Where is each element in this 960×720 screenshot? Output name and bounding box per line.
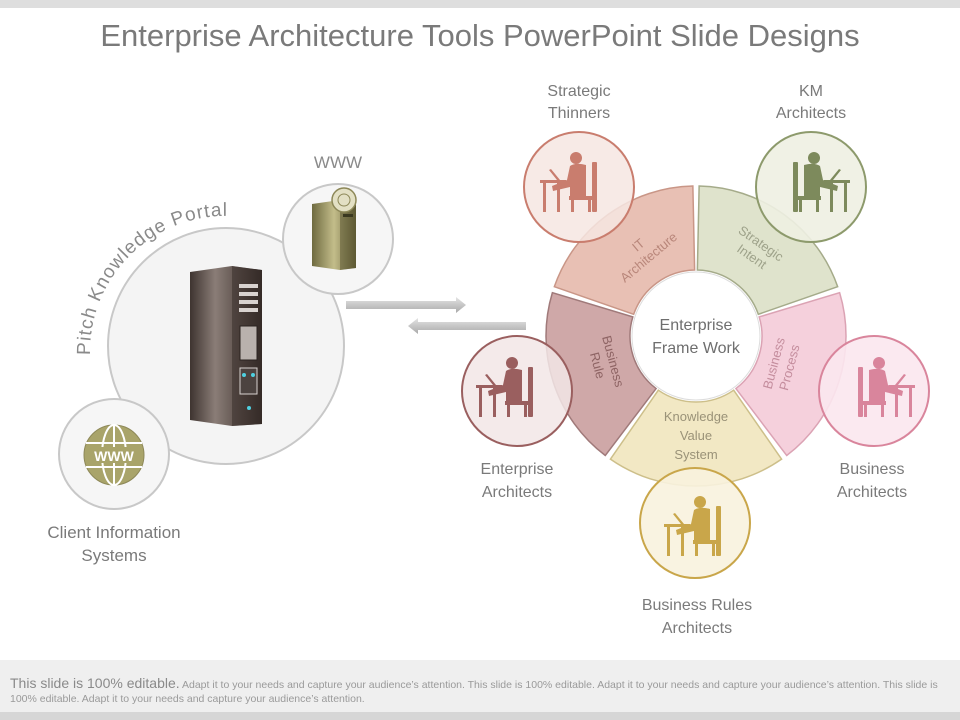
role-business-line2: Architects (837, 484, 907, 501)
role-business-architects: Business Architects (818, 335, 930, 501)
seg-kvs-line3: System (674, 447, 717, 462)
role-enterprise-line1: Enterprise (481, 461, 554, 478)
role-rules-line2: Architects (662, 620, 732, 637)
role-rules-line1: Business Rules (642, 597, 752, 614)
top-strip (0, 0, 960, 8)
footer-body: Adapt it to your needs and capture your … (10, 679, 938, 705)
framework-center: Enterprise Frame Work (631, 271, 761, 401)
web-server-icon (312, 187, 357, 270)
architecture-diagram: Pitch Knowledge Portal WWW (47, 83, 930, 637)
client-info-node: WWW Client Information Systems (47, 398, 181, 565)
center-line1: Enterprise (660, 317, 733, 334)
server-icon (190, 266, 262, 426)
role-km-architects: KM Architects (755, 83, 867, 243)
role-strategic-line1: Strategic (547, 83, 610, 100)
role-business-line1: Business (840, 461, 905, 478)
client-label-line1: Client Information (47, 523, 180, 542)
role-km-line2: Architects (776, 105, 846, 122)
role-business-rules-architects: Business Rules Architects (639, 467, 752, 637)
exchange-arrows (346, 297, 526, 334)
framework-ring (545, 185, 847, 487)
center-line2: Frame Work (652, 340, 741, 357)
globe-icon: WWW (83, 424, 145, 486)
arrow-left-icon (408, 318, 526, 334)
seg-rule-line2: Rule (587, 351, 608, 381)
footer-lead: This slide is 100% editable. (10, 675, 180, 691)
center-circle (631, 271, 761, 401)
role-strategic-line2: Thinners (548, 105, 610, 122)
arrow-right-icon (346, 297, 466, 313)
footer: This slide is 100% editable. Adapt it to… (0, 660, 960, 720)
role-km-line1: KM (799, 83, 823, 100)
www-node: WWW (282, 153, 394, 295)
segment-business-rule (545, 291, 658, 457)
slide-title: Enterprise Architecture Tools PowerPoint… (100, 18, 860, 53)
role-enterprise-architects: Enterprise Architects (461, 335, 573, 501)
client-label-line2: Systems (81, 546, 146, 565)
role-enterprise-line2: Architects (482, 484, 552, 501)
www-label: WWW (314, 153, 362, 172)
segment-knowledge-value-system (609, 389, 783, 487)
knowledge-portal: Pitch Knowledge Portal (74, 200, 345, 465)
seg-kvs-line2: Value (680, 428, 712, 443)
seg-kvs-line1: Knowledge (664, 409, 728, 424)
segment-strategic-intent (696, 185, 839, 316)
globe-text: WWW (94, 448, 134, 464)
role-strategic-thinners: Strategic Thinners (523, 83, 635, 243)
bottom-strip (0, 712, 960, 720)
